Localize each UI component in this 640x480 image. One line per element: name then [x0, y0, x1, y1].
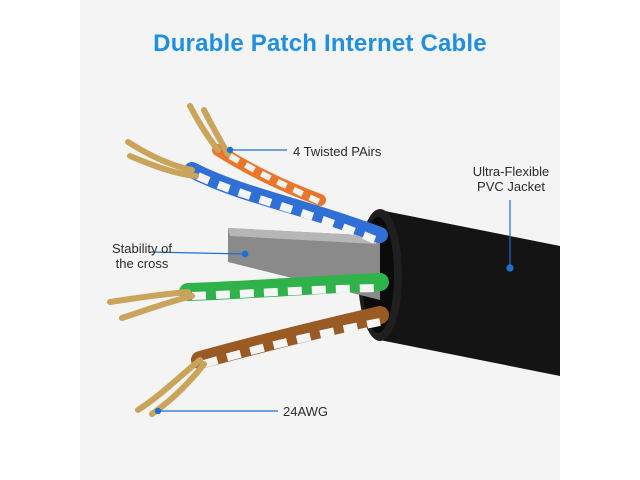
label-twisted-pairs: 4 Twisted PAirs [293, 144, 382, 159]
brown-pair [191, 306, 389, 369]
label-pvc-jacket-line2: PVC Jacket [477, 179, 545, 194]
label-gauge: 24AWG [283, 404, 329, 419]
label-stability-cross-line2: the cross [115, 256, 169, 271]
green-pair [179, 273, 389, 301]
blue-pair [184, 162, 388, 246]
label-stability-cross: Stability of the cross [106, 241, 178, 271]
copper-conductors [107, 103, 231, 417]
cable-illustration [107, 103, 560, 417]
pvc-jacket [380, 210, 560, 376]
label-pvc-jacket-line1: Ultra-Flexible [472, 164, 550, 179]
page-title: Durable Patch Internet Cable [153, 30, 487, 57]
callouts [149, 146, 514, 415]
label-stability-cross-line1: Stability of [112, 241, 172, 256]
label-pvc-jacket: Ultra-Flexible PVC Jacket [463, 164, 559, 194]
